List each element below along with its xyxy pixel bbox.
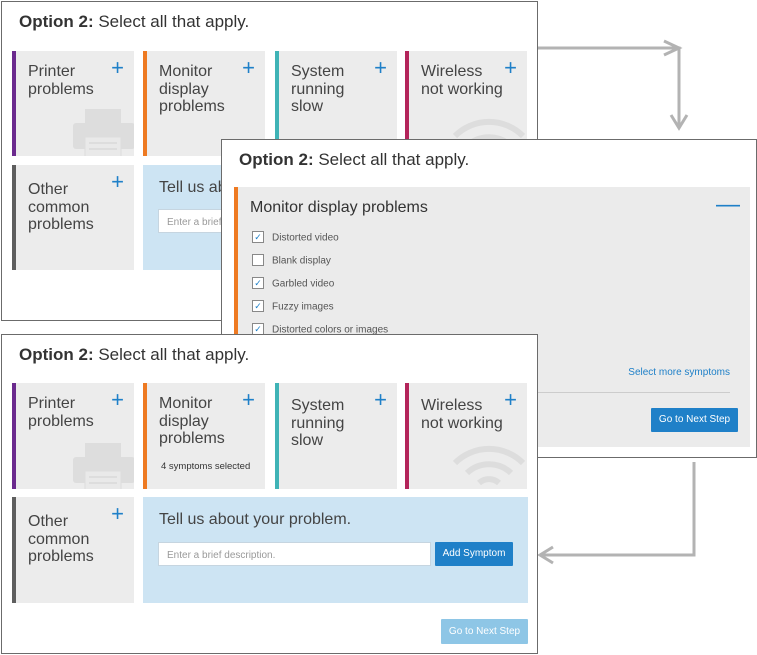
panel-step-3: Option 2: Select all that apply. Printer… <box>1 334 538 654</box>
printer-icon <box>73 109 134 156</box>
describe-problem-section: Tell us abo Enter a brief <box>143 165 233 270</box>
plus-icon[interactable]: + <box>374 387 387 412</box>
plus-icon[interactable]: + <box>111 55 124 80</box>
card-label: Wireless not working <box>421 397 503 432</box>
card-wireless-not-working[interactable]: Wireless not working + <box>405 51 527 156</box>
describe-problem-title: Tell us abo <box>159 179 233 196</box>
card-monitor-display-problems[interactable]: Monitor display problems + 4 symptoms se… <box>143 383 265 489</box>
card-wireless-not-working[interactable]: Wireless not working + <box>405 383 527 489</box>
card-label: Printer problems <box>28 395 94 430</box>
card-monitor-display-problems[interactable]: Monitor display problems + <box>143 51 265 156</box>
expanded-card-title: Monitor display problems <box>250 199 428 216</box>
panel-step-1: Option 2: Select all that apply. Printer… <box>1 1 538 321</box>
symptoms-selected-count: 4 symptoms selected <box>161 461 251 472</box>
card-label: System running slow <box>291 397 345 449</box>
card-label: Monitor display problems <box>159 63 225 115</box>
plus-icon[interactable]: + <box>111 387 124 412</box>
card-label: Printer problems <box>28 63 94 98</box>
plus-icon[interactable]: + <box>242 55 255 80</box>
card-label: Wireless not working <box>421 63 503 98</box>
plus-icon[interactable]: + <box>374 55 387 80</box>
plus-icon[interactable]: + <box>111 169 124 194</box>
plus-icon[interactable]: + <box>242 387 255 412</box>
printer-icon <box>73 443 134 489</box>
wifi-icon <box>452 445 526 486</box>
checkbox-checked[interactable]: ✓ <box>252 300 264 312</box>
card-printer-problems[interactable]: Printer problems + <box>12 51 134 156</box>
page-title: Option 2: Select all that apply. <box>239 150 470 169</box>
symptom-checkbox-garbled-video[interactable]: ✓Garbled video <box>252 277 334 290</box>
symptom-checkbox-blank-display[interactable]: Blank display <box>252 254 331 267</box>
description-input[interactable]: Enter a brief description. <box>158 542 431 566</box>
card-label: Other common problems <box>28 513 94 565</box>
card-other-common-problems[interactable]: Other common problems + <box>12 165 134 270</box>
card-label: Other common problems <box>28 181 94 233</box>
select-more-symptoms-link[interactable]: Select more symptoms <box>628 367 730 378</box>
go-to-next-step-button[interactable]: Go to Next Step <box>651 408 738 432</box>
describe-problem-section: Tell us about your problem. Enter a brie… <box>143 497 528 603</box>
card-label: Monitor display problems <box>159 395 225 447</box>
page-title: Option 2: Select all that apply. <box>19 345 250 364</box>
card-printer-problems[interactable]: Printer problems + <box>12 383 134 489</box>
plus-icon[interactable]: + <box>111 501 124 526</box>
card-label: System running slow <box>291 63 345 115</box>
symptom-checkbox-fuzzy-images[interactable]: ✓Fuzzy images <box>252 300 334 313</box>
page-title: Option 2: Select all that apply. <box>19 12 250 31</box>
checkbox-checked[interactable]: ✓ <box>252 231 264 243</box>
card-system-running-slow[interactable]: System running slow + <box>275 51 397 156</box>
plus-icon[interactable]: + <box>504 387 517 412</box>
description-input[interactable]: Enter a brief <box>158 209 233 233</box>
go-to-next-step-button[interactable]: Go to Next Step <box>441 619 528 644</box>
collapse-minus-icon[interactable]: — <box>716 191 740 218</box>
checkbox-checked[interactable]: ✓ <box>252 277 264 289</box>
card-other-common-problems[interactable]: Other common problems + <box>12 497 134 603</box>
checkbox-unchecked[interactable] <box>252 254 264 266</box>
describe-problem-title: Tell us about your problem. <box>159 511 352 528</box>
plus-icon[interactable]: + <box>504 55 517 80</box>
card-system-running-slow[interactable]: System running slow + <box>275 383 397 489</box>
add-symptom-button[interactable]: Add Symptom <box>435 542 513 566</box>
symptom-checkbox-distorted-video[interactable]: ✓Distorted video <box>252 231 339 244</box>
